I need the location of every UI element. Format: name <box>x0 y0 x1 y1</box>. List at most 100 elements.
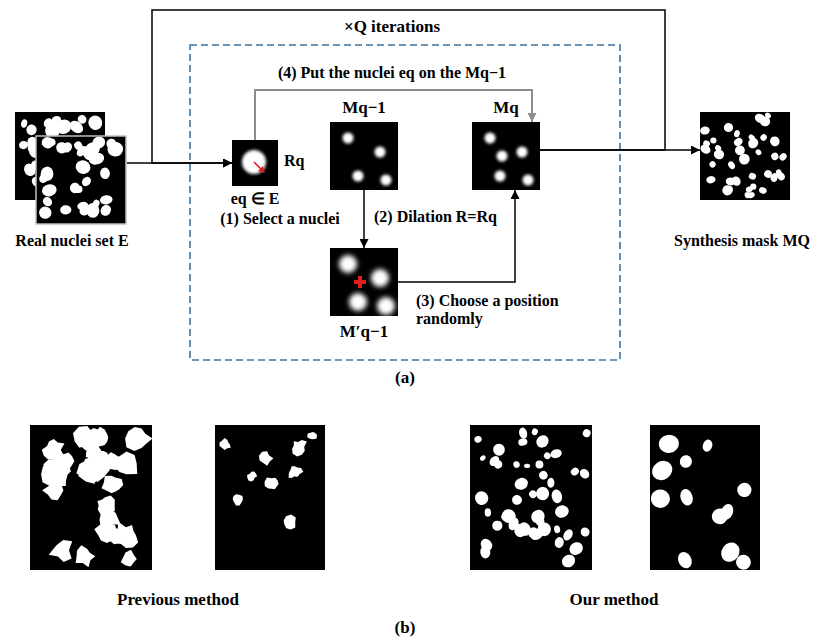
nucleus-blob <box>42 459 70 484</box>
nucleus-blob <box>579 526 591 538</box>
nucleus-patch <box>232 140 278 186</box>
nucleus-blob <box>518 427 529 440</box>
nucleus-blob <box>706 175 716 183</box>
nucleus-blob <box>534 433 551 450</box>
nucleus-blob <box>81 146 98 163</box>
nucleus-blob <box>528 489 539 500</box>
nucleus-blob <box>77 203 92 217</box>
node-caption: Real nuclei set E <box>15 232 128 250</box>
nucleus-blob <box>349 293 367 311</box>
nucleus-blob <box>710 137 717 143</box>
nucleus-blob <box>649 487 672 510</box>
nucleus-blob <box>739 154 750 165</box>
nucleus-blob <box>529 507 548 526</box>
mask-ground <box>330 122 398 190</box>
nucleus-blob <box>518 438 528 447</box>
nucleus-blob <box>76 113 88 125</box>
nucleus-blob <box>734 480 754 500</box>
nucleus-blob <box>734 145 745 156</box>
nucleus-blob <box>353 171 364 182</box>
position-cross <box>354 276 366 288</box>
nucleus-blob <box>94 523 117 544</box>
dilation-arrow <box>363 190 365 248</box>
radius-label: Rq <box>284 152 304 170</box>
nucleus-blob <box>758 186 767 195</box>
nucleus-blob <box>578 467 591 480</box>
updated-mask: Mq <box>472 122 540 190</box>
our-result <box>470 425 592 570</box>
nucleus-blob <box>495 171 506 182</box>
nucleus-blob <box>76 545 96 567</box>
node-caption: Synthesis mask MQ <box>674 232 810 250</box>
mask-image <box>472 122 540 190</box>
nucleus-blob <box>500 512 510 522</box>
nucleus-blob <box>569 466 580 477</box>
nucleus-blob <box>125 427 152 451</box>
iteration-box <box>190 45 620 360</box>
mask-ground <box>472 122 540 190</box>
nucleus-blob <box>768 135 781 148</box>
nucleus-blob <box>26 124 37 136</box>
our-result <box>648 425 760 572</box>
mask-image <box>330 122 398 190</box>
nucleus-blob <box>97 495 114 516</box>
nucleus-blob <box>732 136 744 147</box>
nucleus-blob <box>535 460 543 468</box>
mask-image <box>36 134 126 224</box>
nucleus-blob <box>85 457 110 482</box>
nucleus-blob <box>74 158 93 176</box>
nucleus-blob <box>513 476 530 492</box>
nucleus-blob <box>339 255 357 273</box>
image-figure <box>472 122 540 190</box>
nucleus-blob <box>41 183 58 198</box>
nucleus-blob <box>220 438 231 450</box>
nucleus-blob <box>700 126 710 136</box>
nucleus-blob <box>242 150 266 174</box>
nucleus-blob <box>473 435 482 444</box>
image-figure <box>330 248 398 316</box>
loop-arrow <box>152 10 665 163</box>
nucleus-blob <box>722 184 735 197</box>
nucleus-blob <box>479 454 487 462</box>
panel-label: (b) <box>395 618 416 638</box>
nucleus-blob <box>524 463 530 468</box>
image-figure <box>330 122 398 190</box>
nucleus-blob <box>106 138 117 149</box>
nucleus-blob <box>100 167 111 179</box>
nucleus-blob <box>473 489 491 507</box>
nucleus-blob <box>41 195 54 208</box>
nucleus-blob <box>42 439 65 459</box>
nucleus-blob <box>18 140 29 150</box>
previous-mask: Mq−1 <box>330 122 398 190</box>
edge-label: (2) Dilation R=Rq <box>374 208 497 226</box>
nucleus-blob <box>292 440 307 457</box>
nucleus-blob <box>523 175 534 186</box>
nucleus-blob <box>537 469 549 481</box>
nucleus-blob <box>91 199 100 209</box>
nucleus-blob <box>730 175 742 187</box>
nucleus-blob <box>61 140 74 154</box>
nucleus-blob <box>114 522 139 548</box>
nucleus-blob <box>648 457 676 484</box>
nucleus-blob <box>759 133 768 142</box>
radius-arrowhead <box>258 166 265 173</box>
nucleus-blob <box>553 504 570 520</box>
nucleus-blob <box>507 516 521 532</box>
nucleus-blob <box>80 175 93 188</box>
nucleus-blob <box>49 540 72 562</box>
image-figure <box>700 112 790 200</box>
synthesis-mask: Synthesis mask MQ <box>700 112 790 200</box>
image-figure <box>15 112 127 225</box>
node-caption: eq ∈ E <box>231 190 280 208</box>
edge-label: ×Q iterations <box>344 17 440 37</box>
nucleus-blob <box>375 147 386 158</box>
position-arrow <box>398 190 515 282</box>
nucleus-blob <box>770 151 780 161</box>
nucleus-blob <box>550 488 563 504</box>
nucleus-blob <box>381 175 392 186</box>
nucleus-blob <box>69 182 81 194</box>
nucleus-blob <box>679 454 693 469</box>
nucleus-blob <box>721 184 735 198</box>
